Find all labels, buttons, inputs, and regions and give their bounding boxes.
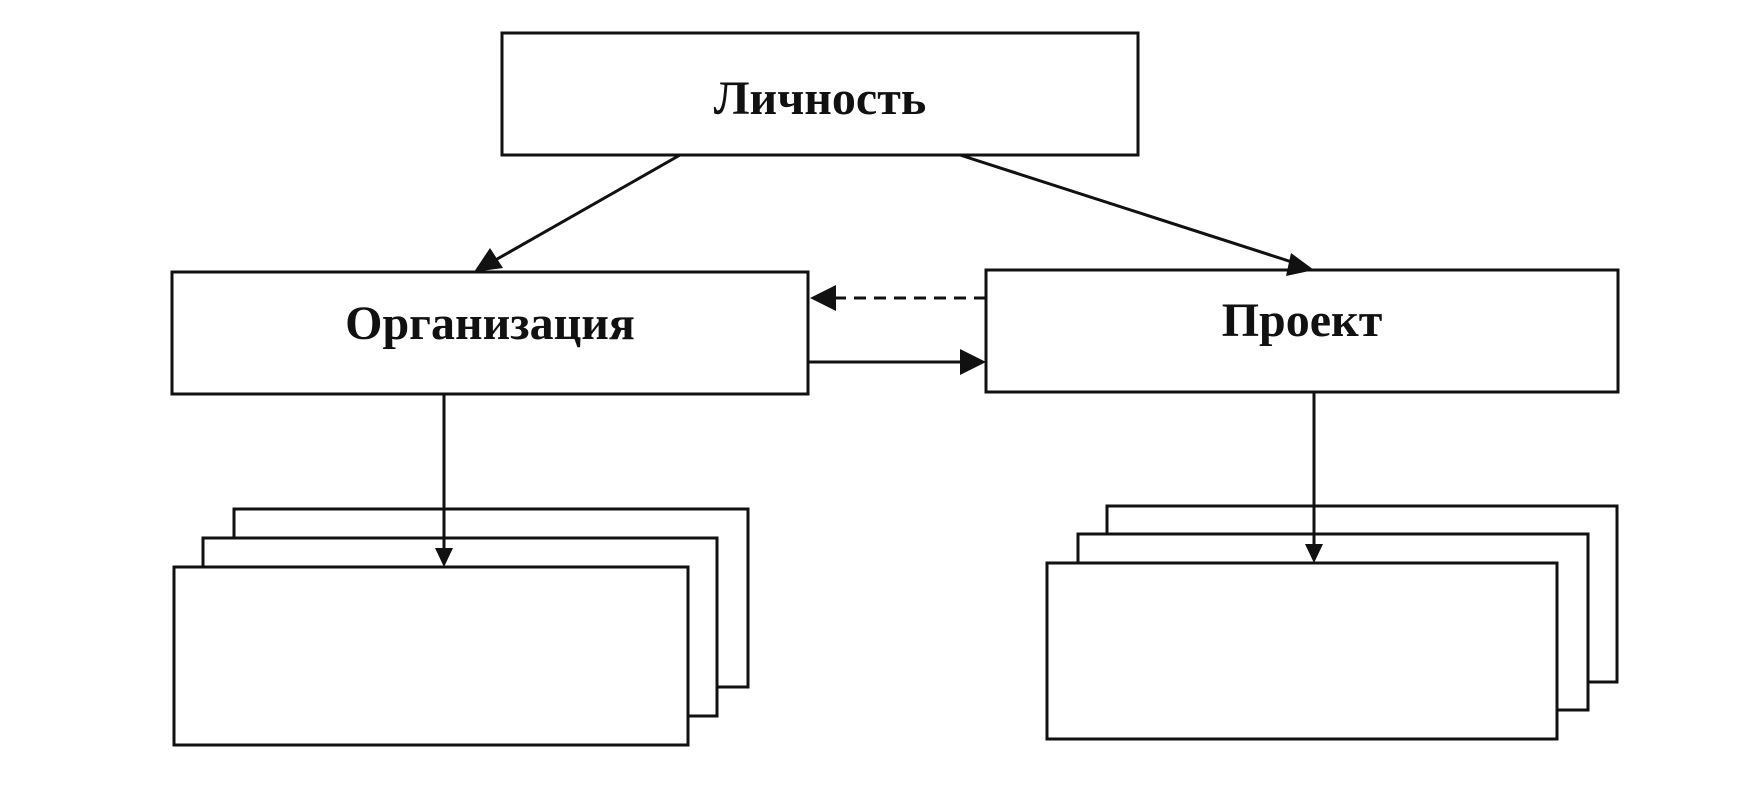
arrowhead-icon	[960, 349, 986, 375]
node-project: Проект	[984, 268, 1620, 394]
arrowhead-icon	[810, 285, 836, 311]
arrowhead-icon	[1286, 253, 1314, 276]
edge-organization-stack	[435, 394, 453, 567]
edge-person-organization	[474, 153, 681, 272]
edge-organization-project	[808, 349, 986, 375]
stack-card-front	[1045, 561, 1559, 741]
edge-project-organization-dashed	[810, 285, 986, 311]
edge-person-project	[959, 153, 1314, 276]
node-project-label: Проект	[1222, 294, 1383, 347]
node-project-stack	[1045, 504, 1619, 741]
edge-project-stack	[1305, 392, 1323, 563]
node-organization: Организация	[170, 270, 810, 396]
node-organization-label: Организация	[345, 297, 635, 350]
node-person: Личность	[500, 31, 1140, 157]
arrowhead-icon	[474, 248, 503, 272]
node-organization-stack	[172, 507, 750, 747]
arrowhead-icon	[1305, 544, 1323, 563]
stack-card-front	[172, 565, 690, 747]
node-person-label: Личность	[714, 72, 926, 125]
arrowhead-icon	[435, 548, 453, 567]
